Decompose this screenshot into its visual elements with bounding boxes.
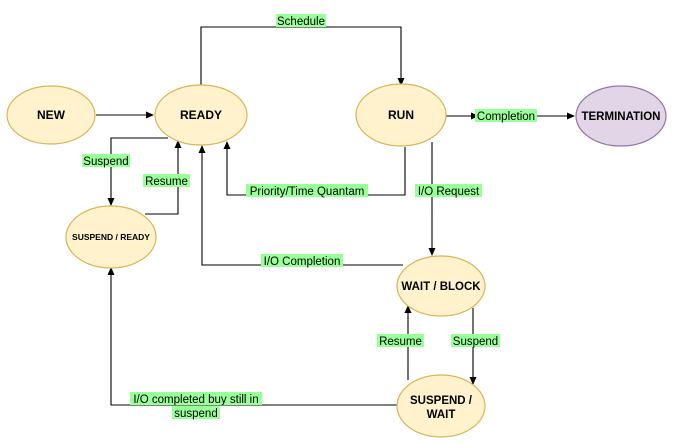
label-resume-to-wait-text: Resume bbox=[379, 336, 422, 348]
label-suspend-from-ready: Suspend bbox=[82, 154, 130, 168]
state-termination-label: TERMINATION bbox=[581, 111, 660, 123]
label-schedule-text: Schedule bbox=[277, 16, 325, 28]
edge-io-completed-suspend bbox=[107, 267, 400, 406]
state-suspend-ready: SUSPEND / READY bbox=[65, 205, 157, 269]
edge-ready-suspend bbox=[107, 137, 168, 206]
state-wait-block-label: WAIT / BLOCK bbox=[401, 281, 481, 293]
state-suspend-wait-line1: SUSPEND / bbox=[410, 395, 473, 407]
state-run: RUN bbox=[355, 83, 447, 147]
state-ready: READY bbox=[154, 84, 248, 146]
label-io-request-text: I/O Request bbox=[418, 186, 480, 198]
edge-resume-to-ready bbox=[145, 140, 182, 215]
label-io-completed-line2: suspend bbox=[174, 408, 217, 420]
edge-io-completion bbox=[198, 145, 403, 266]
label-priority-time-quantum: Priority/Time Quantam bbox=[246, 184, 368, 198]
state-termination: TERMINATION bbox=[575, 85, 667, 147]
label-schedule: Schedule bbox=[276, 14, 326, 28]
state-wait-block: WAIT / BLOCK bbox=[396, 255, 486, 317]
label-suspend-from-wait: Suspend bbox=[451, 334, 500, 348]
state-new-label: NEW bbox=[37, 108, 66, 122]
state-suspend-wait: SUSPEND / WAIT bbox=[396, 374, 486, 438]
state-ready-label: READY bbox=[180, 108, 222, 122]
label-completion: Completion bbox=[475, 109, 537, 123]
edge-schedule bbox=[200, 26, 405, 86]
label-io-completion: I/O Completion bbox=[261, 254, 343, 268]
state-new: NEW bbox=[6, 85, 96, 145]
label-suspend-from-ready-text: Suspend bbox=[83, 156, 128, 168]
label-io-request: I/O Request bbox=[415, 184, 482, 198]
label-io-completed-line1: I/O completed buy still in bbox=[133, 394, 258, 406]
label-priority-time-quantum-text: Priority/Time Quantam bbox=[250, 186, 365, 198]
label-io-completed-suspend: I/O completed buy still in suspend bbox=[130, 392, 262, 420]
label-completion-text: Completion bbox=[477, 111, 535, 123]
state-suspend-ready-label: SUSPEND / READY bbox=[72, 232, 150, 242]
label-suspend-from-wait-text: Suspend bbox=[453, 336, 498, 348]
label-io-completion-text: I/O Completion bbox=[264, 256, 341, 268]
state-suspend-wait-line2: WAIT bbox=[427, 409, 456, 421]
label-resume-to-ready: Resume bbox=[143, 174, 190, 188]
state-run-label: RUN bbox=[388, 108, 414, 122]
label-resume-to-wait: Resume bbox=[377, 334, 424, 348]
label-resume-to-ready-text: Resume bbox=[145, 176, 188, 188]
